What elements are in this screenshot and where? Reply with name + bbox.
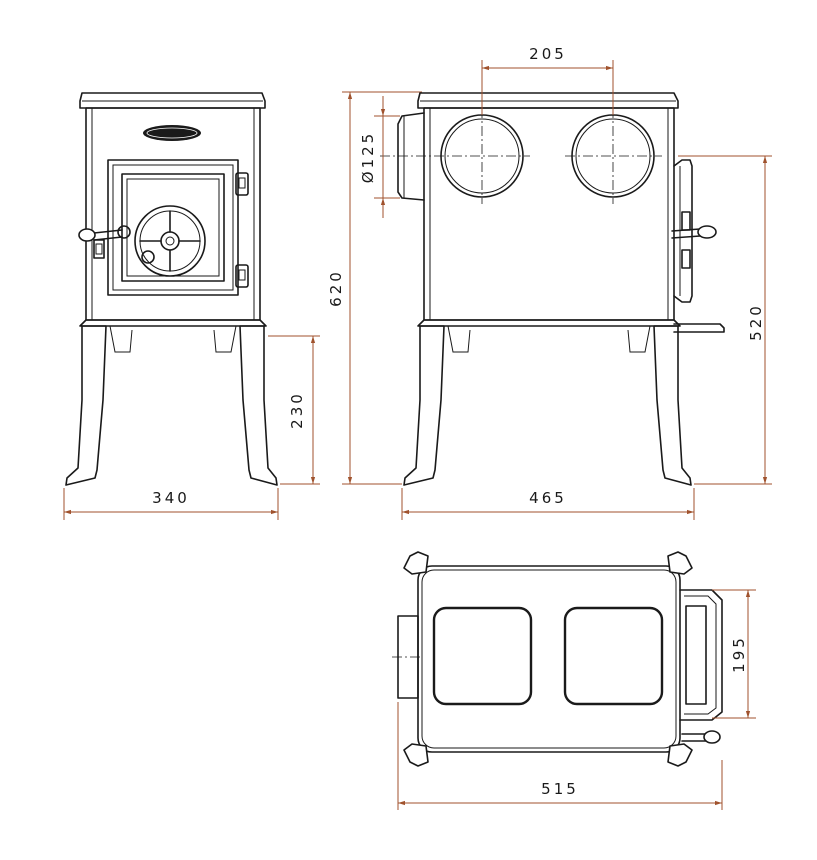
door-handle — [78, 228, 123, 259]
dim-leg-height: 230 — [268, 335, 320, 485]
top-hotplate-right — [563, 606, 664, 706]
dim-front-width: 340 — [63, 488, 279, 520]
front-leg-left — [65, 325, 107, 486]
ash-shelf — [673, 323, 725, 333]
dim-label-side-height: 520 — [747, 303, 765, 341]
dim-flue-spacing: 205 — [481, 45, 614, 115]
front-door — [107, 159, 239, 296]
top-hotplate-left — [432, 606, 533, 706]
dim-flue-diameter: Ø125 — [359, 96, 400, 218]
top-foot-tr — [667, 551, 693, 575]
top-foot-br — [667, 743, 693, 767]
front-view — [65, 92, 278, 486]
front-top-plate — [79, 92, 266, 109]
rear-flue-collar — [397, 112, 425, 201]
side-door-profile — [673, 159, 693, 303]
top-body — [417, 565, 681, 753]
top-foot-bl — [403, 743, 429, 767]
dim-total-height: 620 — [327, 91, 422, 485]
dim-label-flue-diameter: Ø125 — [359, 131, 377, 183]
front-leg-right — [239, 325, 278, 486]
dim-side-depth: 465 — [401, 488, 695, 520]
top-foot-tl — [403, 551, 429, 575]
front-base — [79, 319, 267, 327]
dim-label-top-width: 515 — [541, 780, 579, 798]
dim-label-total-height: 620 — [327, 269, 345, 307]
dim-label-side-depth: 465 — [529, 489, 567, 507]
dim-label-front-width: 340 — [152, 489, 190, 507]
side-leg-right — [653, 325, 692, 486]
side-body — [423, 107, 675, 321]
dim-label-leg-height: 230 — [288, 391, 306, 429]
dim-label-top-handle-depth: 195 — [730, 635, 748, 673]
dim-label-flue-spacing: 205 — [529, 45, 567, 63]
dim-side-height: 520 — [678, 155, 772, 485]
door-hinge-bottom — [235, 264, 249, 288]
side-door-handle — [671, 225, 717, 239]
side-top-plate — [417, 92, 679, 109]
brand-logo — [143, 125, 201, 141]
side-base — [417, 319, 681, 327]
top-view — [392, 551, 723, 767]
top-door — [679, 589, 723, 721]
side-leg-left — [403, 325, 445, 486]
side-view — [380, 92, 725, 486]
dim-top-handle-depth: 195 — [712, 589, 756, 719]
top-door-handle — [681, 730, 721, 744]
door-hinge-top — [235, 172, 249, 196]
air-control-wheel — [117, 205, 206, 277]
dim-top-width: 515 — [397, 702, 723, 810]
